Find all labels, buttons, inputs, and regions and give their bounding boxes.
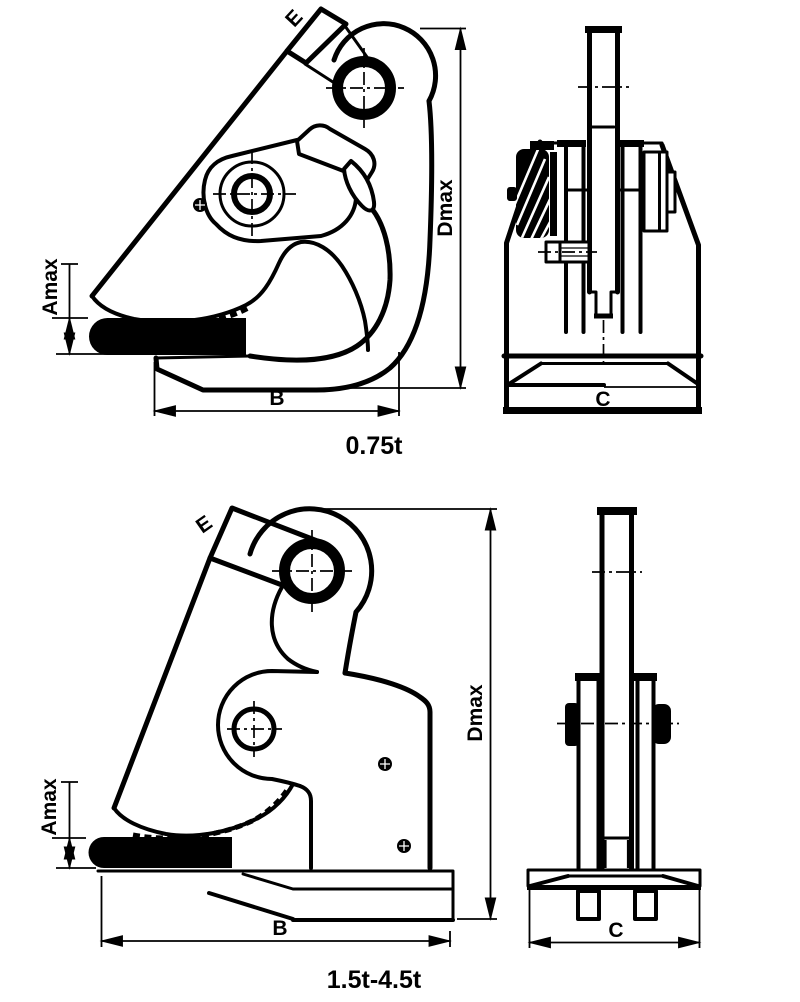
pivot-plate-bottom-2 — [298, 784, 313, 870]
capacity-label-1: 0.75t — [346, 432, 404, 460]
lifting-eye-centerlines-2 — [272, 530, 352, 612]
jaw-pad — [89, 317, 246, 356]
base-lines-2 — [526, 868, 702, 888]
base-dish-diagonals — [507, 361, 700, 386]
pivot-plate-left-2 — [216, 669, 319, 788]
serrated-cam-teeth-2 — [132, 788, 290, 841]
cheek-plates — [564, 145, 643, 334]
front-view-15t-45t — [526, 507, 702, 921]
right-bolt-head — [642, 150, 669, 233]
cam-pivot-centerlines-2 — [227, 701, 282, 757]
spacer-edges-2 — [604, 840, 630, 868]
spring-top-block — [530, 141, 554, 150]
hook-outer-edge — [153, 98, 435, 393]
left-side-bolt-2 — [565, 703, 579, 746]
cam-pivot-centerlines — [213, 151, 296, 238]
bolt-dot-2b-cross — [399, 841, 409, 851]
shackle-top-cap-2 — [597, 507, 637, 515]
dimensions-15t-45t: E Amax B Dmax C 1.5t-4.5t — [38, 507, 702, 994]
lifting-eye-lobe — [331, 21, 439, 104]
dim-label-b-1: B — [269, 387, 284, 410]
sole-plate-lines-2 — [96, 869, 455, 922]
dim-label-b-2: B — [272, 917, 287, 940]
sole-plate-chamfer-2 — [207, 891, 295, 921]
left-cheek-cap — [557, 140, 586, 147]
dim-label-amax-2: Amax — [38, 778, 61, 836]
cheek-plates-2 — [576, 678, 656, 870]
body-hypotenuse-edge-2 — [111, 555, 213, 811]
shackle-top-cap — [585, 26, 622, 33]
foot-top-edge — [154, 354, 252, 360]
right-cheek-cap — [620, 140, 644, 147]
spring-pin-nub — [507, 187, 517, 201]
jaw-pad-2 — [88, 837, 232, 868]
right-leg-2 — [633, 889, 658, 921]
dim-label-e-2: E — [192, 511, 217, 538]
figure-15t-45t: E Amax B Dmax C 1.5t-4.5t — [38, 505, 702, 994]
pivot-plate-right-2 — [342, 670, 433, 871]
bolt-dot-2a-cross — [380, 759, 390, 769]
dim-label-dmax-1: Dmax — [434, 179, 457, 237]
right-bolt-pad — [665, 170, 677, 214]
capacity-label-2: 1.5t-4.5t — [327, 966, 422, 994]
side-view-15t-45t — [88, 505, 455, 922]
dim-label-c-2: C — [608, 919, 623, 942]
hook-inner-edge — [247, 193, 393, 363]
dim-label-amax-1: Amax — [39, 258, 62, 316]
dim-label-c-1: C — [595, 388, 610, 411]
lifting-eye-centerlines — [326, 48, 404, 128]
spring-coil-hatch — [516, 149, 549, 238]
amax-extension-lines-1 — [52, 263, 152, 355]
shackle-bottom-steps — [588, 290, 619, 318]
dim-label-dmax-2: Dmax — [464, 684, 487, 742]
base-dish-diagonals-2 — [528, 874, 700, 888]
side-view-075t — [89, 6, 439, 393]
left-cheek-cap-2 — [575, 673, 602, 681]
horizontal-bolt-threads — [561, 247, 588, 257]
neck-left-edge-2 — [269, 585, 319, 674]
amax-extension-lines-2 — [52, 781, 96, 869]
left-leg-2 — [576, 889, 601, 921]
lifting-eye-lobe-2 — [247, 506, 375, 676]
right-cheek-cap-2 — [634, 673, 657, 681]
spring-rod — [550, 152, 557, 236]
release-lever — [284, 6, 349, 66]
latch-beak — [342, 159, 377, 213]
front-view-075t — [501, 26, 704, 414]
shackle-plate-edges-2 — [599, 511, 634, 871]
figure-075t: E Amax B Dmax C 0.75t — [39, 6, 704, 460]
body-hypotenuse-edge — [89, 48, 290, 299]
bolt-dot-cross — [195, 200, 205, 210]
